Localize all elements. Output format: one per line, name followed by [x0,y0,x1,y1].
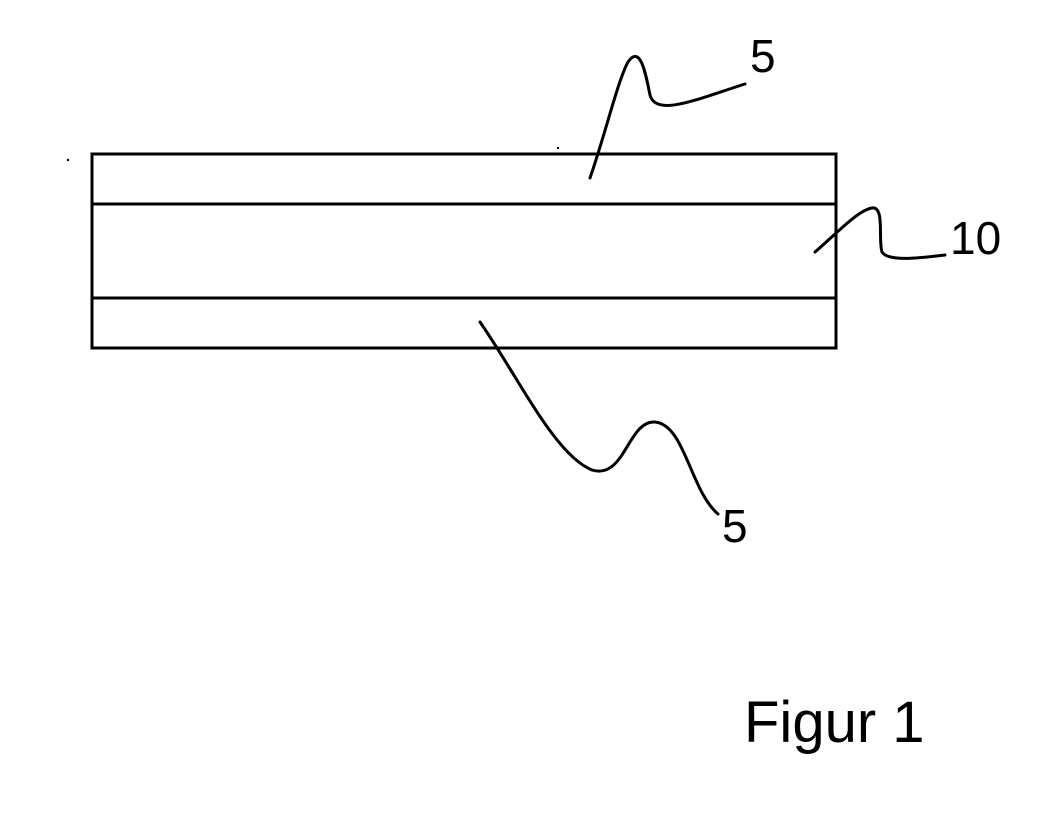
label-bottom-layer: 5 [722,500,748,552]
label-middle-layer: 10 [950,212,1001,264]
scan-speck [557,147,559,149]
leader-line-top-layer [590,56,745,178]
scan-speck [67,159,69,161]
label-top-layer: 5 [750,30,776,82]
leader-line-bottom-layer [480,322,718,514]
figure-caption: Figur 1 [744,690,925,755]
layer-stack-outline [92,154,836,348]
